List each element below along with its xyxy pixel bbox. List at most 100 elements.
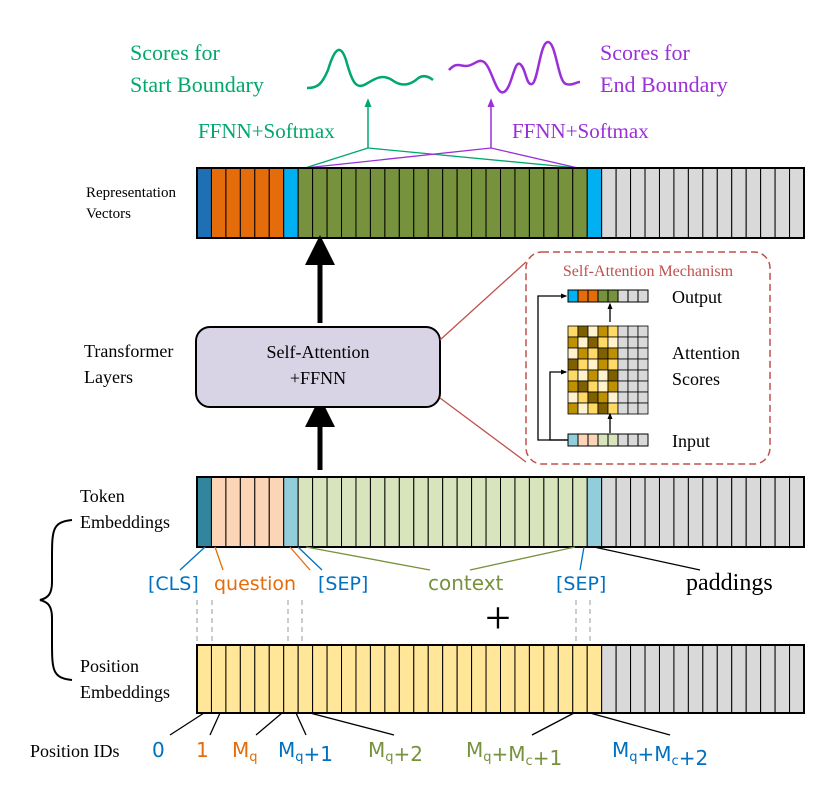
- ffnn-end-label: FFNN+Softmax: [512, 119, 649, 143]
- tok-row-cell-context: [471, 476, 487, 548]
- pos-row-cell-padding: [774, 644, 791, 714]
- inset-score-cell: [627, 380, 639, 393]
- inset-score-cell: [607, 402, 619, 415]
- pos-row-cell-padding: [745, 644, 762, 714]
- position-embeddings-row: [196, 644, 805, 714]
- tok-row-cell-context: [485, 476, 501, 548]
- rep-row-cell-padding: [658, 167, 675, 239]
- rep-row-cell-context: [398, 167, 415, 239]
- end-scores-line1: Scores for: [600, 40, 690, 65]
- tok-row-cell-padding: [745, 476, 762, 548]
- rep-row-cell-padding: [789, 167, 805, 239]
- inset-output-cell: [627, 289, 639, 303]
- transformer-box-line1: Self-Attention: [267, 342, 370, 362]
- inset-input-cell: [587, 433, 599, 447]
- tok-row-cell-padding: [673, 476, 689, 548]
- pos-row-cell-context: [355, 644, 371, 714]
- rep-row-cell-context: [557, 167, 574, 239]
- position-label-1: Position: [80, 656, 139, 676]
- pid-leader-5: [531, 712, 575, 736]
- end-scores-line2: End Boundary: [600, 72, 728, 97]
- inset-score-cell: [597, 380, 609, 393]
- position-id-leaders: [169, 712, 671, 736]
- tok-row-cell-padding: [731, 476, 747, 548]
- inset-score-cell: [607, 325, 619, 338]
- pos-row-cell-context: [572, 644, 588, 714]
- tok-row-cell-sep: [586, 476, 603, 548]
- sep2-leader: [579, 546, 585, 571]
- sep1-label: [SEP]: [318, 573, 368, 595]
- inset-score-cell: [567, 325, 579, 338]
- question-label: question: [214, 573, 296, 595]
- position-id-5: Mq+Mc+1: [466, 738, 562, 770]
- pos-row-cell-question: [239, 644, 256, 714]
- inset-score-cell: [617, 402, 629, 415]
- paddings-label: paddings: [686, 570, 773, 596]
- start-fan-right: [367, 147, 579, 169]
- tok-row-cell-context: [355, 476, 371, 548]
- inset-score-cell: [627, 369, 639, 382]
- tok-row-cell-padding: [687, 476, 704, 548]
- start-scores-curve: [306, 48, 434, 90]
- position-id-2: Mq: [232, 738, 258, 765]
- inset-score-cell: [637, 380, 649, 393]
- plus-sign: +: [485, 592, 511, 643]
- sep2-label: [SEP]: [556, 573, 606, 595]
- pid-leader-0: [169, 712, 205, 736]
- inset-score-cell: [617, 358, 629, 371]
- pid-leader-3: [295, 712, 307, 736]
- transformer-box-line2: +FFNN: [290, 368, 346, 388]
- inset-score-cell: [607, 380, 619, 393]
- inset-score-cell: [617, 380, 629, 393]
- tok-row-cell-padding: [716, 476, 733, 548]
- inset-score-cell: [567, 380, 579, 393]
- pos-row-cell-context: [326, 644, 343, 714]
- pos-row-cell-sep: [586, 644, 603, 714]
- pos-row-cell-padding: [760, 644, 776, 714]
- pos-row-cell-context: [341, 644, 357, 714]
- rep-row-cell-padding: [673, 167, 689, 239]
- rep-row-cell-context: [485, 167, 501, 239]
- inset-score-cell: [587, 347, 599, 360]
- position-id-4: Mq+2: [368, 738, 423, 766]
- inset-input-cell: [617, 433, 629, 447]
- inset-score-cell: [587, 380, 599, 393]
- rep-row-cell-padding: [601, 167, 617, 239]
- question-leader: [214, 546, 224, 571]
- inset-input-cell: [607, 433, 619, 447]
- rep-row-cell-context: [355, 167, 371, 239]
- inset-score-cell: [617, 336, 629, 349]
- inset-score-cell: [587, 336, 599, 349]
- inset-score-cell: [587, 391, 599, 404]
- pos-row-cell-padding: [630, 644, 646, 714]
- rep-row-cell-padding: [615, 167, 632, 239]
- tok-row-cell-context: [528, 476, 545, 548]
- rep-row-cell-context: [572, 167, 588, 239]
- tok-row-cell-padding: [760, 476, 776, 548]
- inset-score-cell: [637, 358, 649, 371]
- rep-row-cell-context: [413, 167, 429, 239]
- pos-row-cell-context: [514, 644, 530, 714]
- inset-output-cell: [617, 289, 629, 303]
- rep-row-cell-question: [254, 167, 270, 239]
- token-labels: [CLS] question [SEP] context [SEP] paddi…: [148, 546, 773, 596]
- tok-row-outline: [196, 476, 805, 548]
- inset-score-cell: [577, 402, 589, 415]
- end-fan-right: [490, 147, 579, 169]
- pos-row-cell-context: [485, 644, 501, 714]
- pos-row-cell-context: [312, 644, 328, 714]
- pos-row-outline: [196, 644, 805, 714]
- inset-score-cell: [597, 358, 609, 371]
- inset-score-cell: [587, 358, 599, 371]
- inset-score-cell: [637, 369, 649, 382]
- start-scores-line2: Start Boundary: [130, 72, 264, 97]
- pos-row-cell-context: [297, 644, 314, 714]
- inset-loop-inner: [549, 369, 568, 441]
- position-id-3: Mq+1: [278, 738, 333, 766]
- inset-score-cell: [607, 391, 619, 404]
- context-leader-right: [469, 546, 576, 571]
- inset-score-cell: [597, 402, 609, 415]
- tok-row-cell-question: [268, 476, 285, 548]
- rep-row-cell-padding: [774, 167, 791, 239]
- rep-row-cell-context: [442, 167, 458, 239]
